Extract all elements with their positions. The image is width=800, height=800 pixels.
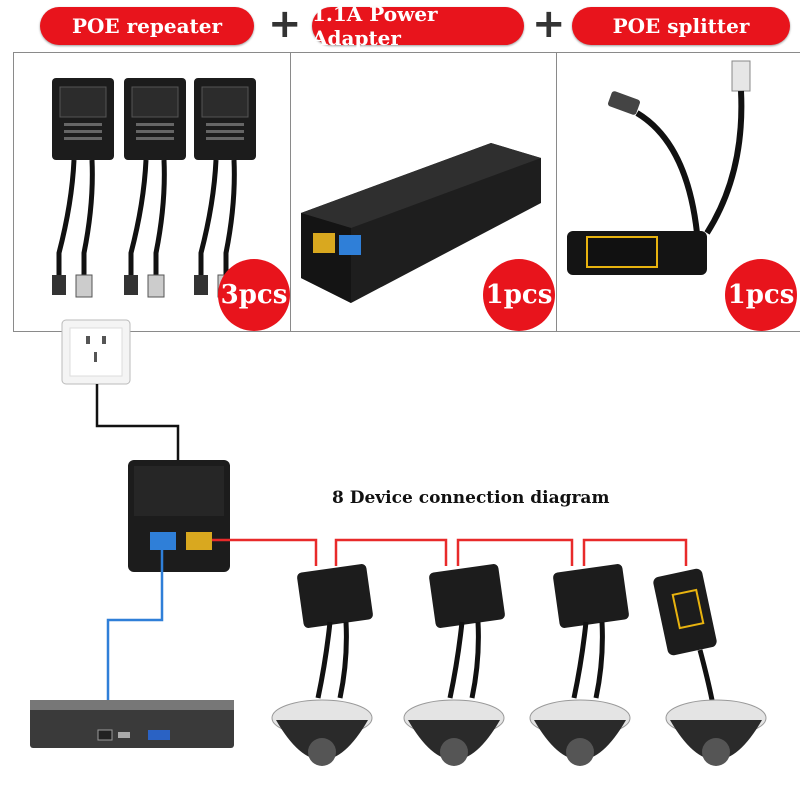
dome-camera-icon	[529, 699, 631, 766]
wall-socket-icon	[61, 319, 131, 385]
header-item-poe-splitter: POE splitter	[572, 7, 790, 45]
poe-repeater-photo	[52, 78, 256, 298]
dome-camera-icon	[665, 699, 767, 766]
quantity-badge: 3pcs	[218, 259, 290, 331]
repeater-node	[553, 564, 629, 699]
plus-sign: +	[268, 1, 302, 47]
poe-splitter-photo	[567, 60, 751, 275]
header-item-poe-repeater: POE repeater	[40, 7, 254, 45]
header-item-power-adapter: 1.1A Power Adapter	[312, 2, 524, 50]
repeater-node	[297, 564, 373, 699]
dome-camera-icon	[271, 699, 373, 766]
product-panel-adapter: 1pcs	[290, 52, 558, 332]
poe-splitter-node	[653, 568, 717, 701]
power-adapter-photo	[301, 143, 541, 303]
product-panel-splitter: 1pcs	[556, 52, 800, 332]
quantity-badge: 1pcs	[483, 259, 555, 331]
power-adapter-icon	[128, 460, 230, 572]
product-panel-repeater: 3pcs	[13, 52, 292, 332]
dome-camera-icon	[403, 699, 505, 766]
quantity-badge: 1pcs	[725, 259, 797, 331]
diagram-title: 8 Device connection diagram	[332, 488, 610, 508]
nvr-recorder-icon	[30, 700, 234, 748]
repeater-node	[429, 564, 505, 699]
plus-sign: +	[532, 1, 566, 47]
